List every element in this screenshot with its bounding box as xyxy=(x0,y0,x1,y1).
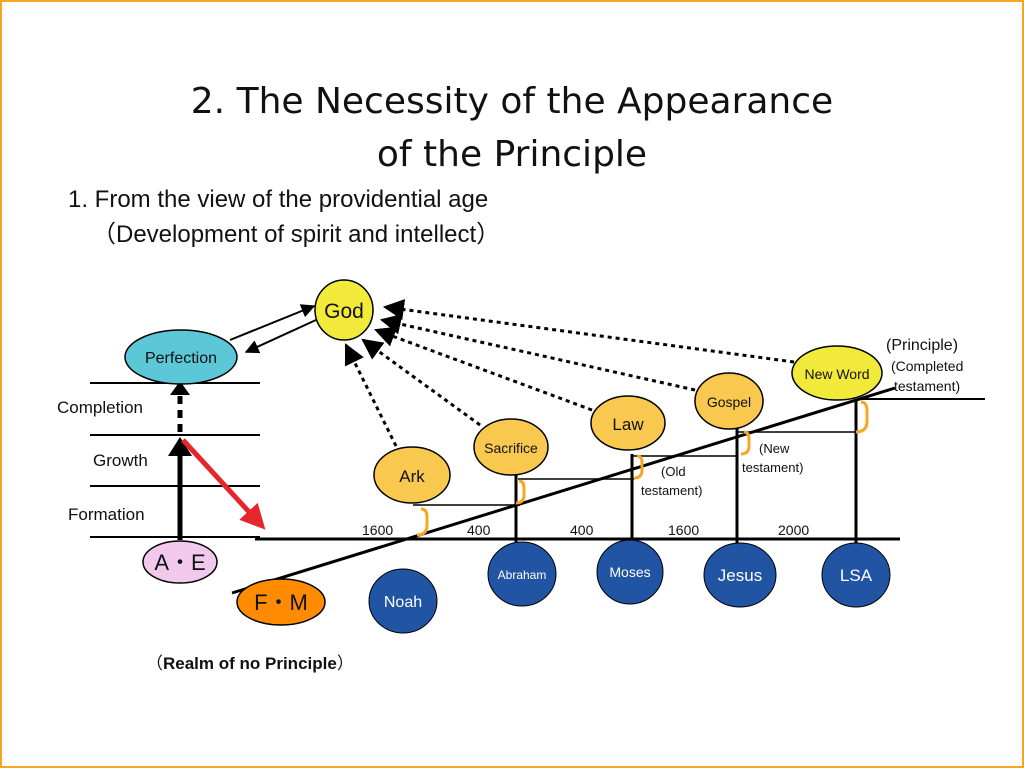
realm-note: （Realm of no Principle） xyxy=(146,654,354,673)
god-label: God xyxy=(324,300,364,323)
principle-note: (Principle) xyxy=(886,337,958,354)
sacrifice-to-god-arrow xyxy=(361,338,481,427)
fm-node xyxy=(236,578,326,626)
ae-label: A・E xyxy=(154,550,205,575)
jesus-node xyxy=(703,542,777,608)
noah-node xyxy=(368,568,438,634)
fall-arrow xyxy=(181,438,266,530)
right-bracket-icon xyxy=(416,507,429,537)
old-testament-note-1: (Old xyxy=(661,464,686,479)
lsa-node xyxy=(821,542,891,608)
year-label: 1600 xyxy=(668,522,699,538)
abraham-label: Abraham xyxy=(498,568,547,582)
stage-growth-label: Growth xyxy=(93,451,148,470)
perfection-label: Perfection xyxy=(145,350,217,367)
gospel-to-god-arrow xyxy=(379,313,696,392)
slide-title-line-2: of the Principle xyxy=(376,134,648,175)
law-label: Law xyxy=(612,415,644,434)
completed-testament-note-2: testament) xyxy=(894,378,960,394)
rising-providence-line xyxy=(231,386,896,595)
ark-label: Ark xyxy=(399,467,425,486)
new-testament-note-1: (New xyxy=(759,441,790,456)
growth-arrow-head xyxy=(168,437,192,456)
god-node xyxy=(314,279,374,341)
subtitle-line-2: （Development of spirit and intellect） xyxy=(92,221,501,248)
right-bracket-icon xyxy=(515,479,526,505)
perfection-to-god-arrow xyxy=(229,304,316,341)
old-testament-note-2: testament) xyxy=(641,483,702,498)
year-label: 400 xyxy=(570,522,594,538)
realm-close-paren: ） xyxy=(337,654,354,673)
year-label: 2000 xyxy=(778,522,809,538)
subtitle-line-1: 1. From the view of the providential age xyxy=(68,186,489,213)
gospel-label: Gospel xyxy=(707,394,751,410)
jesus-label: Jesus xyxy=(718,566,762,585)
sacrifice-label: Sacrifice xyxy=(484,440,538,456)
moses-node xyxy=(596,539,664,605)
god-to-perfection-arrow xyxy=(244,319,317,354)
law-to-god-arrow xyxy=(374,326,593,412)
ae-node xyxy=(142,540,218,584)
realm-note-text: Realm of no Principle xyxy=(163,654,337,673)
lsa-label: LSA xyxy=(840,566,873,585)
new-word-node xyxy=(791,345,883,401)
moses-label: Moses xyxy=(609,564,650,580)
slide-title-line-1: 2. The Necessity of the Appearance xyxy=(190,81,834,122)
abraham-node xyxy=(487,541,557,607)
sacrifice-node xyxy=(473,418,549,476)
new-word-label: New Word xyxy=(804,366,869,382)
new-word-to-god-arrow xyxy=(382,299,795,364)
year-label: 1600 xyxy=(362,522,393,538)
ark-to-god-arrow xyxy=(344,343,398,447)
gospel-node xyxy=(694,372,764,430)
new-testament-note-2: testament) xyxy=(742,460,803,475)
right-bracket-icon xyxy=(633,454,644,480)
right-bracket-icon xyxy=(740,430,751,456)
stage-completion-label: Completion xyxy=(57,398,143,417)
law-node xyxy=(590,395,666,451)
ark-node xyxy=(373,446,451,504)
right-bracket-icon xyxy=(855,400,869,434)
noah-label: Noah xyxy=(384,594,422,611)
completed-testament-note-1: (Completed xyxy=(891,358,963,374)
stage-formation-label: Formation xyxy=(68,505,145,524)
fm-label: F・M xyxy=(254,590,308,615)
year-label: 400 xyxy=(467,522,491,538)
completion-arrow-head xyxy=(170,381,190,395)
realm-open-paren: （ xyxy=(146,654,163,673)
perfection-node xyxy=(124,329,238,385)
